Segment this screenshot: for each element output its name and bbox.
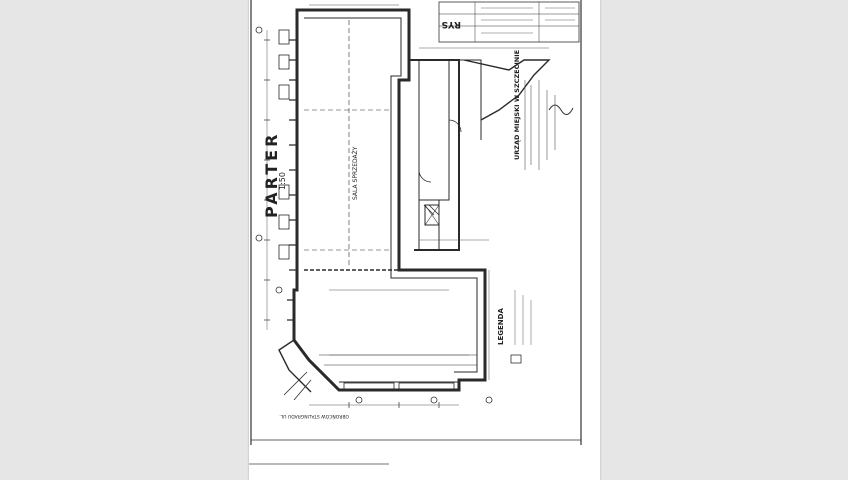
plan-title: PARTER [262, 132, 281, 218]
floor-plan-drawing: RYS [249, 0, 582, 465]
sheet-code: RYS [442, 19, 461, 29]
stamp-office: URZĄD MIEJSKI W SZCZECINIE [513, 50, 521, 160]
building-outline [278, 8, 551, 401]
section-marks [255, 26, 493, 404]
room-label-main: SALA SPRZEDAŻY [352, 146, 359, 200]
plan-scale: 1:50 [278, 172, 287, 190]
legend: LEGENDA [497, 290, 532, 364]
legend-swatch [510, 354, 522, 364]
floor-plan-sheet: RYS [249, 0, 600, 480]
title-block: RYS [438, 1, 580, 43]
legend-title: LEGENDA [497, 308, 505, 345]
dimension-ticks [264, 39, 440, 408]
stamp-lines [524, 80, 574, 170]
street-label: OBROŃCÓW STALINGRADU UL. [279, 413, 349, 420]
